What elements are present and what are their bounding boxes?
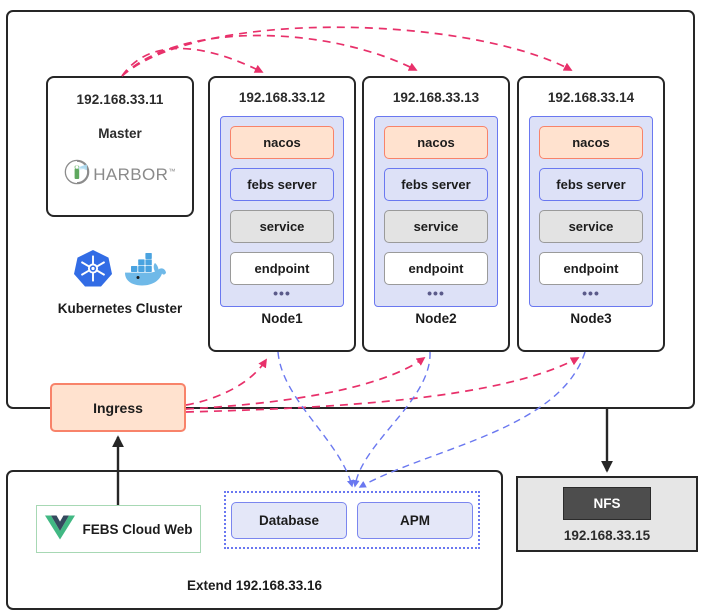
component-nacos: nacos <box>539 126 643 159</box>
harbor-logo: HARBOR™ <box>64 159 176 190</box>
worker-node-2: 192.168.33.13 nacos febs server service … <box>362 76 510 352</box>
worker-node-1-pod-panel: nacos febs server service endpoint ••• <box>220 116 344 307</box>
service-database: Database <box>231 501 347 539</box>
platform-caption: Kubernetes Cluster <box>57 301 183 316</box>
component-more-indicator: ••• <box>427 285 445 301</box>
component-febs-server: febs server <box>539 168 643 201</box>
harbor-trademark: ™ <box>168 167 176 175</box>
component-febs-server: febs server <box>384 168 488 201</box>
worker-node-3-pod-panel: nacos febs server service endpoint ••• <box>529 116 653 307</box>
worker-node-2-pod-panel: nacos febs server service endpoint ••• <box>374 116 498 307</box>
worker-node-1: 192.168.33.12 nacos febs server service … <box>208 76 356 352</box>
worker-node-3-ip: 192.168.33.14 <box>547 90 635 105</box>
worker-node-2-ip: 192.168.33.13 <box>392 90 480 105</box>
worker-node-1-ip: 192.168.33.12 <box>238 90 326 105</box>
platform-logos-group: Kubernetes Cluster <box>46 248 194 330</box>
vue-logo-icon <box>44 514 75 545</box>
worker-node-3: 192.168.33.14 nacos febs server service … <box>517 76 665 352</box>
harbor-wordmark: HARBOR™ <box>93 164 176 184</box>
nfs-chip: NFS <box>563 487 651 520</box>
component-endpoint: endpoint <box>539 252 643 285</box>
extend-services-group: Database APM <box>224 491 480 549</box>
component-more-indicator: ••• <box>582 285 600 301</box>
ingress-label: Ingress <box>93 399 143 416</box>
nfs-ip-label: 192.168.33.15 <box>563 528 651 543</box>
component-service: service <box>384 210 488 243</box>
ingress-node: Ingress <box>50 383 186 432</box>
febs-cloud-web-box: FEBS Cloud Web <box>36 505 201 553</box>
component-endpoint: endpoint <box>384 252 488 285</box>
component-endpoint: endpoint <box>230 252 334 285</box>
worker-node-3-name: Node3 <box>570 311 612 326</box>
component-service: service <box>230 210 334 243</box>
extend-caption: Extend 192.168.33.16 <box>186 578 323 593</box>
service-apm: APM <box>357 501 473 539</box>
component-service: service <box>539 210 643 243</box>
kubernetes-icon <box>72 248 114 295</box>
component-nacos: nacos <box>384 126 488 159</box>
worker-node-1-name: Node1 <box>261 311 303 326</box>
harbor-lighthouse-icon <box>64 159 90 190</box>
worker-node-2-name: Node2 <box>415 311 457 326</box>
component-febs-server: febs server <box>230 168 334 201</box>
docker-whale-icon <box>122 250 168 293</box>
master-role-label: Master <box>98 126 142 141</box>
master-ip-label: 192.168.33.11 <box>76 92 164 107</box>
master-node: 192.168.33.11 Master HARBOR™ <box>46 76 194 217</box>
component-more-indicator: ••• <box>273 285 291 301</box>
febs-cloud-web-label: FEBS Cloud Web <box>82 521 193 537</box>
component-nacos: nacos <box>230 126 334 159</box>
